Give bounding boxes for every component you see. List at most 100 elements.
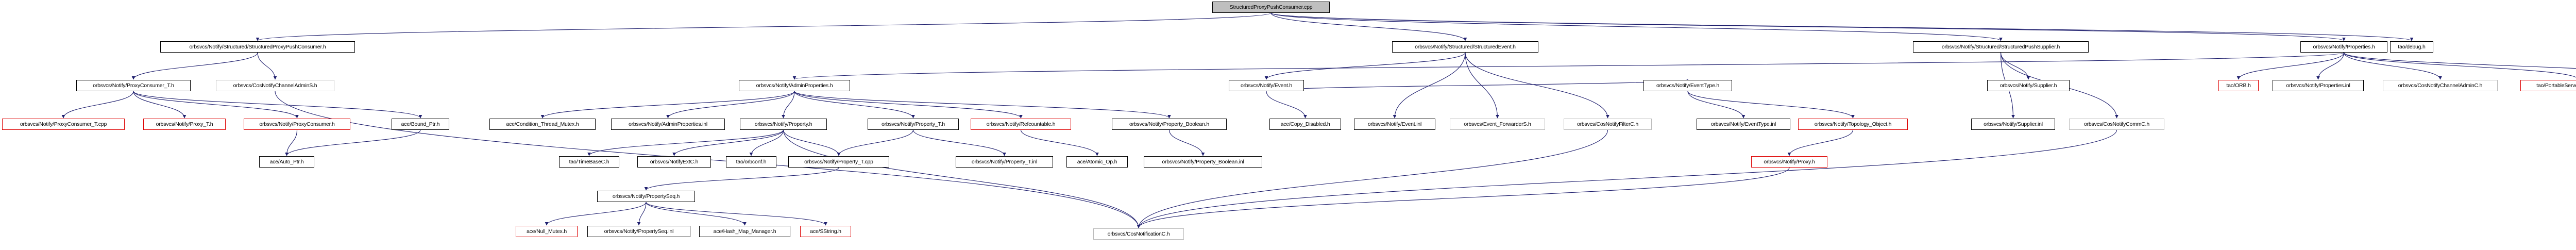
graph-node[interactable]: orbsvcs/Notify/EventType.h	[1643, 80, 1732, 91]
graph-node[interactable]: ace/Bound_Ptr.h	[392, 119, 449, 130]
graph-edge	[1787, 129, 1854, 156]
graph-node[interactable]: orbsvcs/Notify/PropertySeq.h	[597, 191, 695, 202]
graph-edge	[2343, 52, 2442, 80]
graph-node[interactable]: ace/Auto_Ptr.h	[259, 156, 314, 168]
graph-node[interactable]: orbsvcs/Notify/ProxyConsumer.h	[244, 119, 350, 130]
graph-edge	[2343, 52, 2576, 69]
graph-node[interactable]: orbsvcs/Event_ForwarderS.h	[1450, 119, 1545, 130]
graph-edge	[133, 91, 187, 119]
graph-edge	[2343, 52, 2576, 78]
graph-edge	[285, 129, 421, 156]
graph-edge	[1020, 129, 1099, 156]
graph-edge	[1270, 12, 2346, 41]
graph-edge	[133, 91, 299, 119]
graph-node[interactable]: orbsvcs/CosNotifyFilterC.h	[1564, 119, 1652, 130]
graph-node[interactable]: orbsvcs/CosNotifyChannelAdminS.h	[216, 80, 334, 91]
graph-edge	[666, 91, 795, 119]
graph-node[interactable]: orbsvcs/CosNotifyChannelAdminC.h	[2383, 80, 2498, 91]
graph-edge	[61, 91, 134, 119]
graph-edge	[1266, 79, 1689, 92]
graph-node[interactable]: orbsvcs/Notify/Proxy.h	[1751, 156, 1827, 168]
graph-node[interactable]: ace/Atomic_Op.h	[1066, 156, 1128, 168]
graph-edge	[783, 129, 841, 156]
graph-edge	[782, 91, 795, 119]
graph-node[interactable]: orbsvcs/Notify/AdminProperties.h	[739, 80, 850, 91]
graph-node[interactable]: StructuredProxyPushConsumer.cpp	[1212, 2, 1330, 13]
graph-node[interactable]: orbsvcs/Notify/Properties.inl	[2273, 80, 2364, 91]
graph-edge	[793, 52, 2345, 80]
graph-edge	[794, 91, 1171, 119]
graph-node[interactable]: orbsvcs/CosNotificationC.h	[1093, 228, 1184, 240]
graph-node[interactable]: orbsvcs/Notify/Property_Boolean.h	[1112, 119, 1227, 130]
graph-edge	[131, 52, 258, 80]
graph-edge	[1168, 129, 1205, 156]
graph-node[interactable]: orbsvcs/Notify/Supplier.h	[1987, 80, 2070, 91]
graph-node[interactable]: tao/TimeBaseC.h	[559, 156, 619, 168]
graph-edge	[794, 91, 915, 119]
graph-edge	[646, 202, 827, 226]
graph-node[interactable]: ace/Hash_Map_Manager.h	[699, 226, 790, 237]
graph-node[interactable]: ace/Null_Mutex.h	[516, 226, 578, 237]
graph-edge	[1465, 52, 1609, 119]
graph-node[interactable]: tao/debug.h	[2390, 41, 2433, 53]
graph-node[interactable]: orbsvcs/Notify/Property_Boolean.inl	[1144, 156, 1262, 168]
graph-edge	[2316, 52, 2345, 80]
graph-edge	[644, 167, 839, 191]
graph-edge	[1270, 12, 2003, 41]
graph-node[interactable]: orbsvcs/Notify/AdminProperties.inl	[611, 119, 725, 130]
graph-edge	[1465, 52, 1499, 119]
graph-edge	[1266, 91, 1307, 119]
graph-node[interactable]: orbsvcs/Notify/Property_T.cpp	[788, 156, 889, 168]
graph-node[interactable]: tao/ORB.h	[2218, 80, 2259, 91]
graph-node[interactable]: orbsvcs/Notify/Structured/StructuredEven…	[1392, 41, 1538, 53]
graph-node[interactable]: orbsvcs/Notify/ProxyConsumer_T.cpp	[2, 119, 125, 130]
graph-node[interactable]: orbsvcs/Notify/Proxy_T.h	[143, 119, 226, 130]
graph-edge	[257, 52, 277, 80]
graph-node[interactable]: ace/Condition_Thread_Mutex.h	[489, 119, 596, 130]
graph-node[interactable]: orbsvcs/Notify/Property_T.h	[868, 119, 959, 130]
graph-edge	[1137, 167, 1790, 228]
graph-node[interactable]: orbsvcs/Notify/Property.h	[740, 119, 827, 130]
graph-edge	[540, 91, 795, 119]
graph-node[interactable]: orbsvcs/Notify/ProxyConsumer_T.h	[76, 80, 191, 91]
graph-node[interactable]: ace/Copy_Disabled.h	[1269, 119, 1341, 130]
graph-edge	[794, 91, 1023, 119]
graph-edge	[1270, 12, 2413, 41]
graph-edge	[1687, 91, 1745, 119]
graph-node[interactable]: orbsvcs/Notify/PropertySeq.inl	[587, 226, 690, 237]
graph-node[interactable]: orbsvcs/Notify/Property_T.inl	[956, 156, 1053, 168]
graph-edge	[2236, 52, 2345, 80]
graph-edge	[1137, 129, 1608, 228]
graph-edge	[2000, 52, 2030, 80]
graph-node[interactable]: orbsvcs/Notify/Properties.h	[2300, 41, 2387, 53]
graph-node[interactable]: orbsvcs/Notify/Event.h	[1229, 80, 1304, 91]
graph-node[interactable]: orbsvcs/Notify/Event.inl	[1354, 119, 1435, 130]
graph-edge	[545, 202, 647, 226]
graph-node[interactable]: orbsvcs/NotifyExtC.h	[637, 156, 711, 168]
graph-node[interactable]: orbsvcs/Notify/Structured/StructuredPush…	[1913, 41, 2089, 53]
graph-edge	[1270, 12, 1467, 41]
graph-edge	[749, 129, 784, 156]
graph-node[interactable]: tao/PortableServer/PortableServer.h	[2520, 80, 2576, 91]
graph-node[interactable]: orbsvcs/Notify/Topology_Object.h	[1798, 119, 1908, 130]
graph-edge	[672, 129, 784, 156]
graph-node[interactable]: ace/SString.h	[800, 226, 851, 237]
graph-edge	[1264, 52, 1466, 80]
graph-node[interactable]: tao/orbconf.h	[726, 156, 776, 168]
graph-node[interactable]: orbsvcs/Notify/Structured/StructuredProx…	[160, 41, 355, 53]
graph-edge	[783, 129, 1141, 228]
graph-edge	[637, 202, 647, 226]
graph-node[interactable]: orbsvcs/CosNotifyCommC.h	[2069, 119, 2164, 130]
graph-node[interactable]: orbsvcs/Notify/Supplier.inl	[1971, 119, 2055, 130]
graph-edge	[646, 202, 747, 226]
graph-edge	[837, 129, 914, 156]
graph-edge	[587, 129, 784, 156]
graph-edge	[285, 129, 298, 156]
graph-node[interactable]: orbsvcs/Notify/EventType.inl	[1697, 119, 1790, 130]
graph-edge	[912, 129, 1006, 156]
graph-edge	[256, 12, 1272, 41]
graph-edge	[1137, 129, 2117, 228]
graph-edge	[1393, 52, 1466, 119]
graph-node[interactable]: orbsvcs/Notify/Refcountable.h	[971, 119, 1071, 130]
